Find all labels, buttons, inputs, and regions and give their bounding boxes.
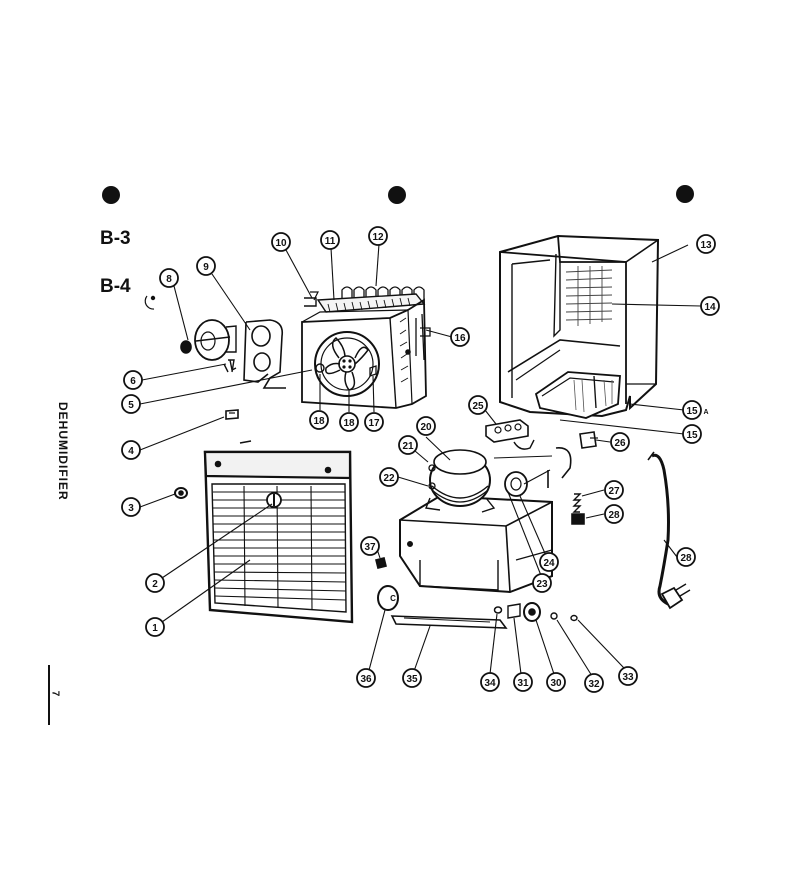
small-parts-drawing — [174, 359, 691, 629]
callout-17: 17 — [364, 412, 384, 432]
svg-text:24: 24 — [543, 558, 555, 569]
svg-text:13: 13 — [700, 240, 712, 251]
svg-text:6: 6 — [130, 376, 136, 387]
svg-text:28: 28 — [680, 553, 692, 564]
svg-text:33: 33 — [622, 672, 634, 683]
callout-21: 21 — [398, 435, 418, 455]
callout-2: 2 — [145, 573, 165, 593]
callout-3: 3 — [121, 497, 141, 517]
callout-37: 37 — [360, 536, 380, 556]
callout-35: 35 — [402, 668, 422, 688]
callout-24: 24 — [539, 552, 559, 572]
svg-text:9: 9 — [203, 262, 209, 273]
svg-text:12: 12 — [372, 232, 384, 243]
svg-text:21: 21 — [402, 441, 414, 452]
callout-20: 20 — [416, 416, 436, 436]
callout-6: 6 — [123, 370, 143, 390]
svg-text:14: 14 — [704, 302, 716, 313]
binder-hole-center — [388, 186, 406, 204]
svg-text:15: 15 — [686, 406, 698, 417]
callout-26: 26 — [610, 432, 630, 452]
callout-10: 10 — [271, 232, 291, 252]
binder-hole-left — [102, 186, 120, 204]
callout-25: 25 — [468, 395, 488, 415]
callout-30: 30 — [546, 672, 566, 692]
callout-23: 23 — [532, 573, 552, 593]
svg-text:A: A — [703, 409, 708, 416]
svg-text:20: 20 — [420, 422, 432, 433]
callouts: 1 2 3 4 5 6 8 9 10 11 12 13 14 15 15 A 16… — [121, 226, 720, 693]
callout-9: 9 — [196, 256, 216, 276]
svg-text:28: 28 — [608, 510, 620, 521]
svg-text:31: 31 — [517, 678, 529, 689]
callout-28-cord: 28 — [676, 547, 696, 567]
svg-text:17: 17 — [368, 418, 380, 429]
svg-text:35: 35 — [406, 674, 418, 685]
svg-text:30: 30 — [550, 678, 562, 689]
callout-28-switch: 28 — [604, 504, 624, 524]
svg-text:11: 11 — [325, 236, 336, 247]
svg-text:26: 26 — [614, 438, 626, 449]
svg-text:2: 2 — [152, 579, 158, 590]
svg-text:18: 18 — [343, 418, 355, 429]
svg-text:18: 18 — [313, 416, 325, 427]
callout-11: 11 — [320, 230, 340, 250]
svg-text:1: 1 — [152, 623, 158, 634]
svg-text:23: 23 — [536, 579, 548, 590]
callout-4: 4 — [121, 440, 141, 460]
callout-22: 22 — [379, 467, 399, 487]
front-grille-drawing — [203, 440, 354, 624]
callout-8: 8 — [159, 268, 179, 288]
svg-text:37: 37 — [364, 542, 376, 553]
svg-text:36: 36 — [360, 674, 372, 685]
callout-36: 36 — [356, 668, 376, 688]
callout-14: 14 — [700, 296, 720, 316]
callout-18-right: 18 — [339, 412, 359, 432]
svg-text:25: 25 — [472, 401, 484, 412]
coil-assembly-drawing — [301, 286, 431, 409]
fan-motor-drawing — [144, 295, 286, 389]
model-label-b3: B-3 — [100, 228, 131, 249]
binder-hole-right — [676, 185, 694, 203]
callout-15a: 15 A — [682, 400, 709, 420]
compressor-base-drawing — [399, 447, 572, 594]
svg-text:5: 5 — [128, 400, 134, 411]
callout-15: 15 — [682, 424, 702, 444]
callout-16: 16 — [450, 327, 470, 347]
svg-text:10: 10 — [275, 238, 287, 249]
callout-12: 12 — [368, 226, 388, 246]
svg-text:34: 34 — [484, 678, 496, 689]
foot-marker-c: C — [390, 594, 396, 603]
callout-34: 34 — [480, 672, 500, 692]
svg-text:27: 27 — [608, 486, 620, 497]
callout-1: 1 — [145, 617, 165, 637]
callout-5: 5 — [121, 394, 141, 414]
callout-18-left: 18 — [309, 410, 329, 430]
callout-32: 32 — [584, 673, 604, 693]
svg-text:8: 8 — [166, 274, 172, 285]
svg-text:3: 3 — [128, 503, 134, 514]
cabinet-drawing — [499, 234, 660, 419]
callout-27: 27 — [604, 480, 624, 500]
svg-text:4: 4 — [128, 446, 134, 457]
model-label-b4: B-4 — [100, 276, 131, 297]
svg-text:15: 15 — [686, 430, 698, 441]
margin-rule — [48, 665, 50, 725]
callout-33: 33 — [618, 666, 638, 686]
svg-text:22: 22 — [383, 473, 395, 484]
callout-13: 13 — [696, 234, 716, 254]
svg-text:32: 32 — [588, 679, 600, 690]
svg-text:16: 16 — [454, 333, 466, 344]
leader-lines — [139, 243, 702, 677]
callout-31: 31 — [513, 672, 533, 692]
